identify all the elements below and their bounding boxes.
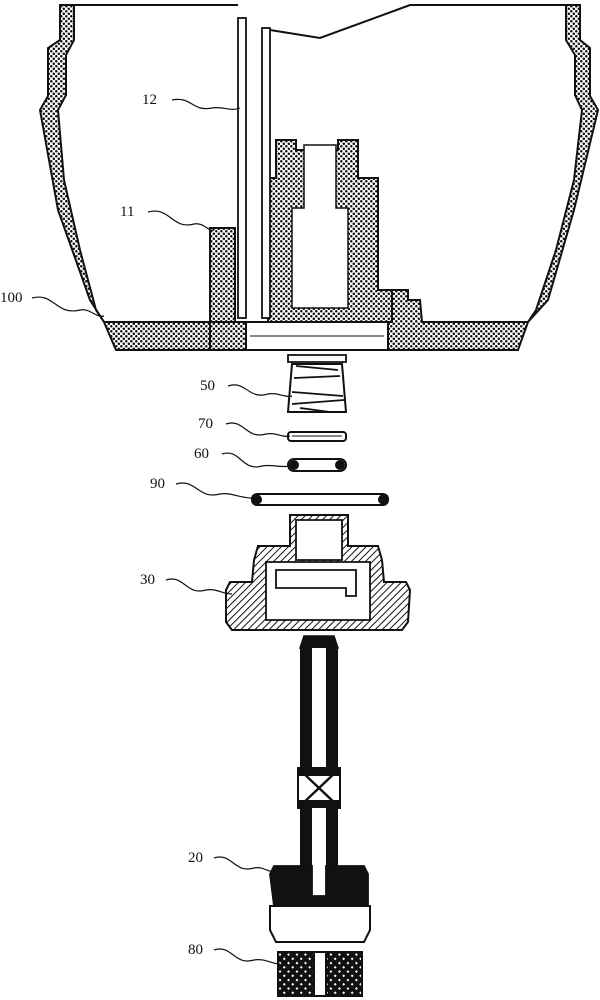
pad-80 <box>277 951 363 997</box>
reference-labels: 12 11 100 50 70 60 90 30 20 80 <box>0 92 215 958</box>
leader-30 <box>165 578 233 595</box>
leader-11 <box>147 210 215 231</box>
boss-bore <box>291 144 349 309</box>
container-left-wall <box>38 4 236 351</box>
cap-bore <box>295 519 343 561</box>
liquid-surface <box>74 4 566 40</box>
stem-tip <box>298 635 340 649</box>
o-ring-60 <box>287 458 347 472</box>
spring-50 <box>286 354 348 413</box>
spring-body <box>286 363 348 413</box>
label-11: 11 <box>120 204 134 220</box>
container-floor <box>209 321 247 351</box>
label-100: 100 <box>0 290 23 306</box>
label-90: 90 <box>150 476 165 492</box>
container-right-wall <box>381 4 600 351</box>
stem-head <box>269 865 369 907</box>
cap-slot <box>275 569 357 597</box>
stem-seal <box>297 767 341 809</box>
spring-coils <box>291 365 345 413</box>
label-60: 60 <box>194 446 209 462</box>
valve-stem-20 <box>269 635 371 943</box>
stem-foot <box>269 905 371 943</box>
container-100 <box>38 4 600 351</box>
leader-90 <box>175 482 253 499</box>
tube-12 <box>237 17 271 319</box>
label-70: 70 <box>198 416 213 432</box>
leader-60 <box>221 452 291 468</box>
label-12: 12 <box>142 92 157 108</box>
leader-80 <box>213 948 281 965</box>
label-30: 30 <box>140 572 155 588</box>
label-20: 20 <box>188 850 203 866</box>
leader-70 <box>225 422 291 438</box>
cap-30 <box>225 514 412 631</box>
leader-20 <box>213 856 275 873</box>
o-ring-90 <box>251 493 389 506</box>
leader-lines <box>31 98 293 965</box>
leader-12 <box>171 98 241 111</box>
label-80: 80 <box>188 942 203 958</box>
spring-cap <box>287 354 347 363</box>
label-50: 50 <box>200 378 215 394</box>
leader-100 <box>31 296 105 317</box>
leader-50 <box>227 384 293 398</box>
